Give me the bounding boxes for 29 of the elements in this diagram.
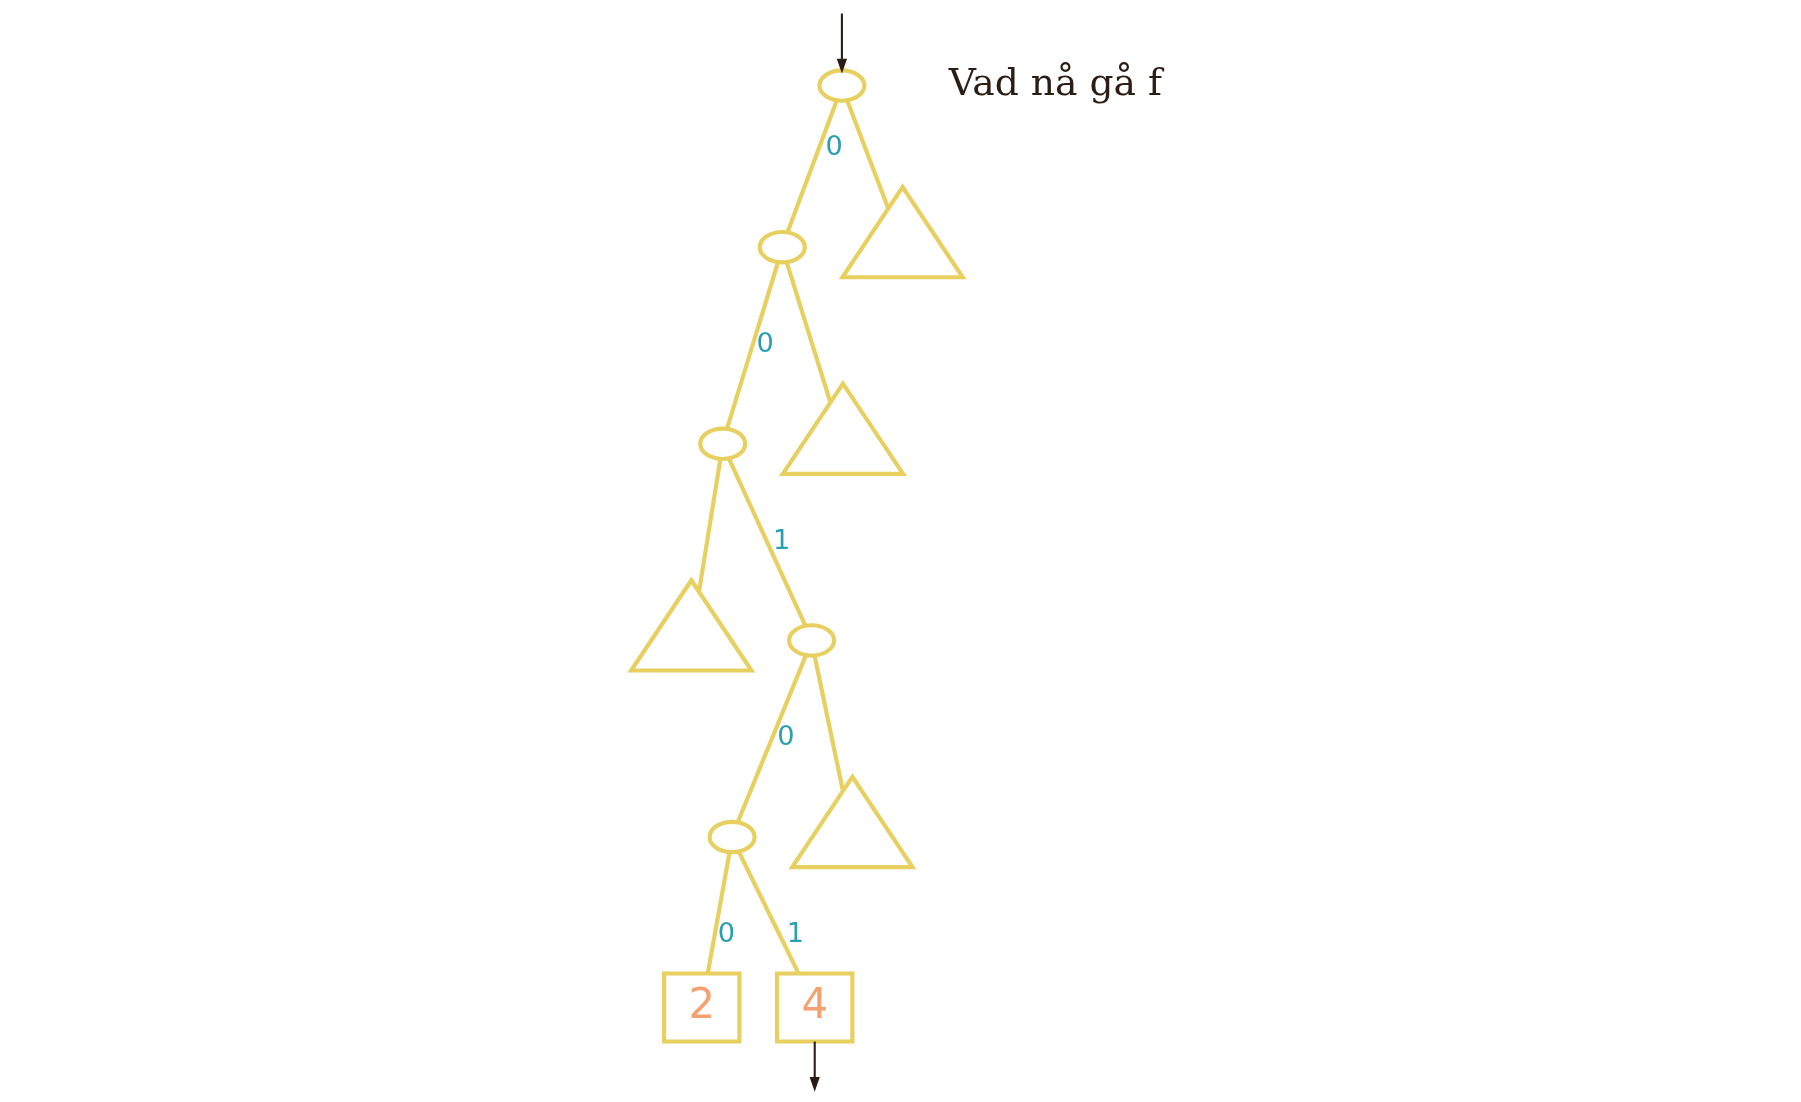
connector: [705, 851, 732, 974]
connector: [811, 655, 845, 792]
node-triangle: [838, 183, 967, 280]
connector: [784, 261, 832, 403]
edge-label: 0: [717, 916, 735, 948]
connector: [785, 99, 839, 233]
connector: [696, 458, 722, 593]
arrow: [809, 1041, 820, 1092]
edge-label: 1: [772, 523, 790, 555]
node-circle: [786, 623, 836, 658]
node-triangle: [626, 576, 755, 673]
connector: [736, 850, 800, 975]
node-circle: [697, 426, 747, 462]
node-box: 4: [774, 971, 854, 1044]
node-triangle: [787, 773, 916, 870]
node-circle: [707, 819, 757, 855]
connector: [844, 99, 890, 210]
node-circle: [757, 229, 807, 265]
node-circle: [816, 68, 866, 103]
connector: [726, 457, 807, 627]
edge-label: 0: [776, 720, 795, 752]
connector: [724, 261, 780, 430]
edge-label: 1: [786, 916, 804, 948]
connector: [735, 654, 808, 823]
edge-label: 0: [755, 327, 774, 359]
node-triangle: [778, 379, 907, 476]
node-box: 2: [661, 971, 741, 1044]
edge-label: 0: [824, 130, 843, 162]
arrow: [836, 13, 847, 74]
